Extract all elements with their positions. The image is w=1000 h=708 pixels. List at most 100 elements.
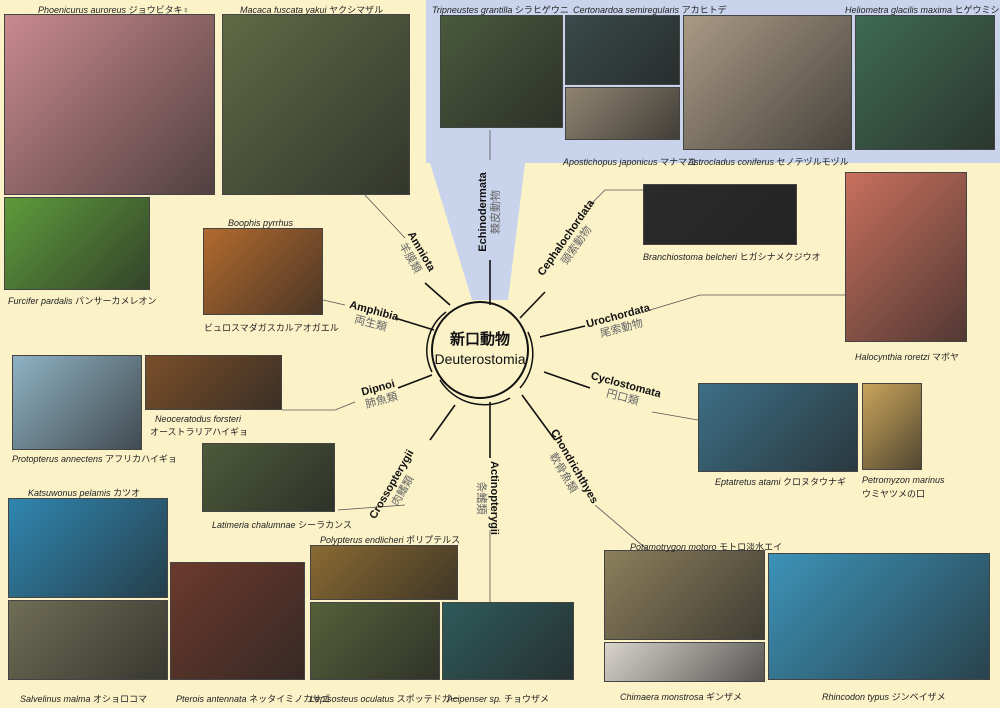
species-latin: Pterois antennata: [176, 694, 247, 704]
photo-branchiostoma-belcheri: [643, 184, 797, 245]
species-caption: Chimaera monstrosa ギンザメ: [620, 690, 742, 703]
species-latin: Boophis pyrrhus: [228, 218, 294, 228]
species-jp: モトロ淡水エイ: [719, 542, 783, 552]
species-caption-jp: オーストラリアハイギョ: [150, 425, 248, 438]
species-latin: Potamotrygon motoro: [630, 542, 717, 552]
photo-polypterus-endlicheri: [310, 545, 458, 600]
clade-jp: 棘皮動物: [490, 190, 502, 234]
species-latin: Polypterus endlicheri: [320, 535, 404, 545]
species-caption: Tripneustes grantilla シラヒゲウニ: [432, 3, 569, 16]
species-caption: Katsuwonus pelamis カツオ: [28, 486, 140, 499]
species-caption: Pterois antennata ネッタイミノカサゴ: [176, 692, 330, 705]
photo-chimaera-monstrosa: [604, 642, 765, 682]
species-latin: Heliometra glacilis maxima: [845, 5, 953, 15]
clade-latin: Actinopterygii: [488, 461, 500, 535]
photo-furcifer-pardalis: [4, 197, 150, 290]
species-latin: Apostichopus japonicus: [563, 157, 658, 167]
species-caption: Halocynthia roretzi マボヤ: [855, 350, 959, 363]
photo-salvelinus-malma: [8, 600, 168, 680]
root-label: 新口動物 Deuterostomia: [432, 328, 528, 367]
species-latin: Halocynthia roretzi: [855, 352, 930, 362]
species-latin: Rhincodon typus: [822, 692, 890, 702]
species-caption: Phoenicurus auroreus ジョウビタキ♀: [38, 3, 189, 16]
echinodermata-wedge: [430, 163, 525, 300]
species-latin: Acipenser sp.: [447, 694, 502, 704]
species-caption: Protopterus annectens アフリカハイギョ: [12, 452, 177, 465]
species-jp: ネッタイミノカサゴ: [249, 694, 331, 704]
photo-lepisosteus-oculatus: [310, 602, 440, 680]
photo-halocynthia-roretzi: [845, 172, 967, 342]
species-latin: Furcifer pardalis: [8, 296, 73, 306]
species-jp: ヒガシナメクジウオ: [739, 252, 821, 262]
photo-heliometra-glacilis-maxima: [855, 15, 995, 150]
species-caption: Neoceratodus forsteri: [155, 414, 241, 424]
species-jp: ビュロスマダガスカルアオガエル: [204, 323, 339, 333]
species-jp: アフリカハイギョ: [105, 454, 177, 464]
species-caption: Furcifer pardalis パンサーカメレオン: [8, 294, 157, 307]
species-latin: Protopterus annectens: [12, 454, 103, 464]
species-latin: Phoenicurus auroreus: [38, 5, 127, 15]
species-jp: シーラカンス: [298, 520, 352, 530]
species-caption: Branchiostoma belcheri ヒガシナメクジウオ: [643, 250, 821, 263]
species-latin: Eptatretus atami: [715, 477, 781, 487]
leader-lines: [282, 130, 845, 605]
species-jp: マナマコ: [660, 157, 697, 167]
species-jp: セノテヅルモヅル: [776, 157, 849, 167]
species-latin: Tripneustes grantilla: [432, 5, 513, 15]
photo-acipenser-sp-: [442, 602, 574, 680]
photo-rhincodon-typus: [768, 553, 990, 680]
species-jp: カツオ: [113, 488, 141, 498]
clade-branches: [394, 260, 591, 458]
species-jp: ポリプテルス: [406, 535, 461, 545]
species-caption-jp: ウミヤツメの口: [862, 487, 925, 500]
species-caption: Macaca fuscata yakui ヤクシマザル: [240, 3, 383, 16]
species-caption: Latimeria chalumnae シーラカンス: [212, 518, 352, 531]
photo-eptatretus-atami: [698, 383, 858, 472]
species-latin: Katsuwonus pelamis: [28, 488, 111, 498]
species-caption: Polypterus endlicheri ポリプテルス: [320, 533, 460, 546]
species-caption: Apostichopus japonicus マナマコ: [563, 155, 696, 168]
species-jp: パンサーカメレオン: [75, 296, 157, 306]
species-jp: オーストラリアハイギョ: [150, 427, 249, 437]
species-latin: Chimaera monstrosa: [620, 692, 704, 702]
species-latin: Certonardoa semiregularis: [573, 5, 680, 15]
species-jp: オショロコマ: [93, 694, 148, 704]
species-caption: Eptatretus atami クロヌタウナギ: [715, 475, 846, 488]
photo-pterois-antennata: [170, 562, 305, 680]
photo-phoenicurus-auroreus: [4, 14, 215, 195]
root-label-jp: 新口動物: [449, 331, 510, 348]
root-circle: [431, 301, 529, 399]
species-jp: ウミヤツメの口: [862, 489, 926, 499]
photo-potamotrygon-motoro: [604, 550, 765, 640]
photo-certonardoa-semiregularis: [565, 15, 680, 85]
root-label-en: Deuterostomia: [434, 351, 526, 367]
photo-macaca-fuscata-yakui: [222, 14, 410, 195]
species-latin: Salvelinus malma: [20, 694, 91, 704]
photo-petromyzon-marinus: [862, 383, 922, 470]
species-latin: Astrocladus coniferus: [688, 157, 775, 167]
species-jp: アカヒトデ: [681, 5, 727, 15]
species-caption: Acipenser sp. チョウザメ: [447, 692, 549, 705]
species-latin: Branchiostoma belcheri: [643, 252, 738, 262]
species-jp: ジンベイザメ: [891, 692, 946, 702]
species-latin: Macaca fuscata yakui: [240, 5, 327, 15]
species-caption: Lepisosteus oculatus スポッテドガー: [310, 692, 460, 705]
species-caption-jp: ビュロスマダガスカルアオガエル: [204, 321, 339, 334]
photo-boophis-pyrrhus: [203, 228, 323, 315]
clade-latin: Echinodermata: [477, 172, 489, 252]
photo-apostichopus-japonicus: [565, 87, 680, 140]
species-jp: ジョウビタキ♀: [128, 5, 190, 15]
species-caption: Potamotrygon motoro モトロ淡水エイ: [630, 540, 782, 553]
clade-jp: 条鰭類: [475, 481, 487, 515]
species-caption: Petromyzon marinus: [862, 475, 945, 485]
photo-tripneustes-grantilla: [440, 15, 563, 128]
species-jp: ギンザメ: [706, 692, 743, 702]
species-jp: マボヤ: [932, 352, 960, 362]
species-jp: ヤクシマザル: [329, 5, 384, 15]
photo-protopterus-annectens: [12, 355, 142, 450]
species-caption: Boophis pyrrhus: [228, 218, 293, 228]
species-jp: スポッテドガー: [396, 694, 460, 704]
photo-katsuwonus-pelamis: [8, 498, 168, 598]
